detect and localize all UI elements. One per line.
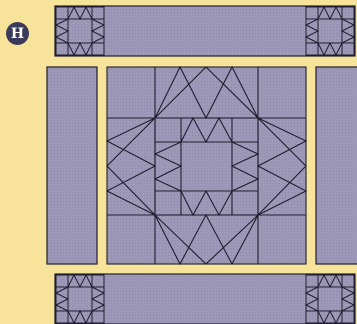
center-star-block bbox=[107, 67, 306, 264]
right-border-strip bbox=[316, 67, 357, 264]
bottom-border-strip bbox=[55, 274, 355, 324]
left-border-strip bbox=[47, 67, 97, 264]
top-border-strip bbox=[55, 6, 355, 56]
